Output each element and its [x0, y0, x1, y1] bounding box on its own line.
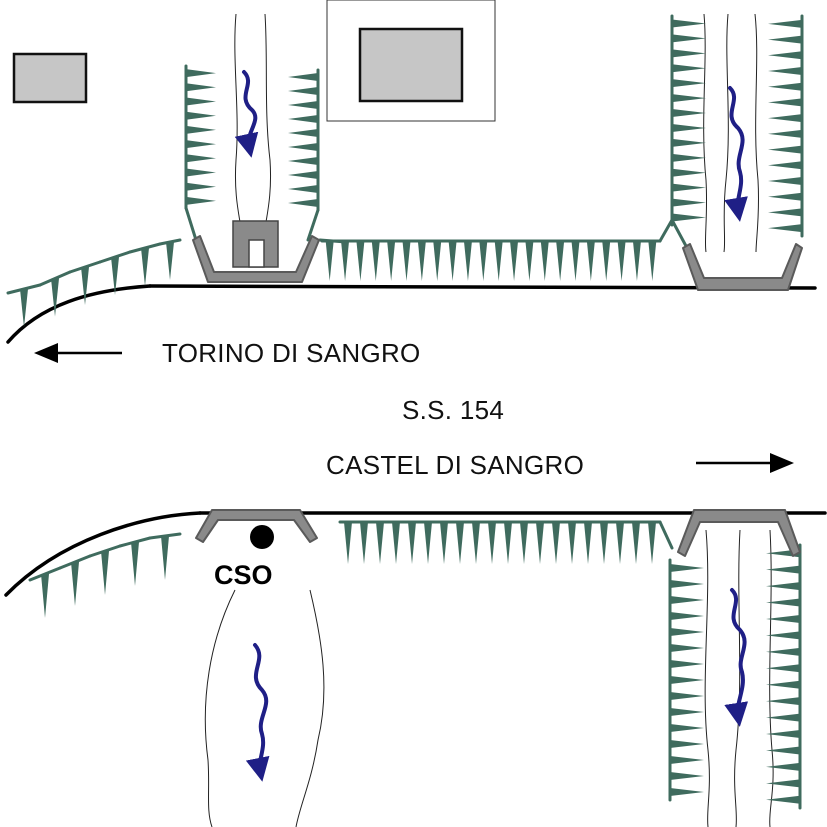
headwall-structure — [232, 220, 279, 268]
culvert-bottom-left — [195, 509, 318, 543]
embankment-hatching — [6, 14, 804, 810]
road-north-curve — [6, 284, 152, 344]
east-arrow-icon — [696, 453, 794, 473]
road-south-curve — [4, 511, 202, 597]
culvert-top-left — [192, 235, 320, 283]
direction-arrows — [34, 343, 794, 473]
east-direction-label: CASTEL DI SANGRO — [326, 450, 585, 480]
flow-arrows — [234, 70, 749, 782]
west-arrow-icon — [34, 343, 122, 363]
cso-point-icon — [250, 525, 274, 549]
flow-arrow-icon — [724, 588, 749, 727]
building-large — [358, 27, 464, 103]
flow-arrow-icon — [234, 70, 259, 158]
culvert-top-right — [682, 243, 803, 291]
building-small — [12, 52, 88, 104]
culvert-bottom-right — [677, 509, 801, 557]
culverts — [192, 235, 803, 557]
flow-arrow-icon — [245, 643, 270, 782]
cso-label: CSO — [214, 560, 273, 590]
building-lot-outline — [326, 0, 496, 122]
road-name-label: S.S. 154 — [402, 395, 505, 425]
west-direction-label: TORINO DI SANGRO — [162, 338, 421, 368]
flow-arrow-icon — [724, 86, 748, 222]
road-edges — [4, 284, 827, 597]
